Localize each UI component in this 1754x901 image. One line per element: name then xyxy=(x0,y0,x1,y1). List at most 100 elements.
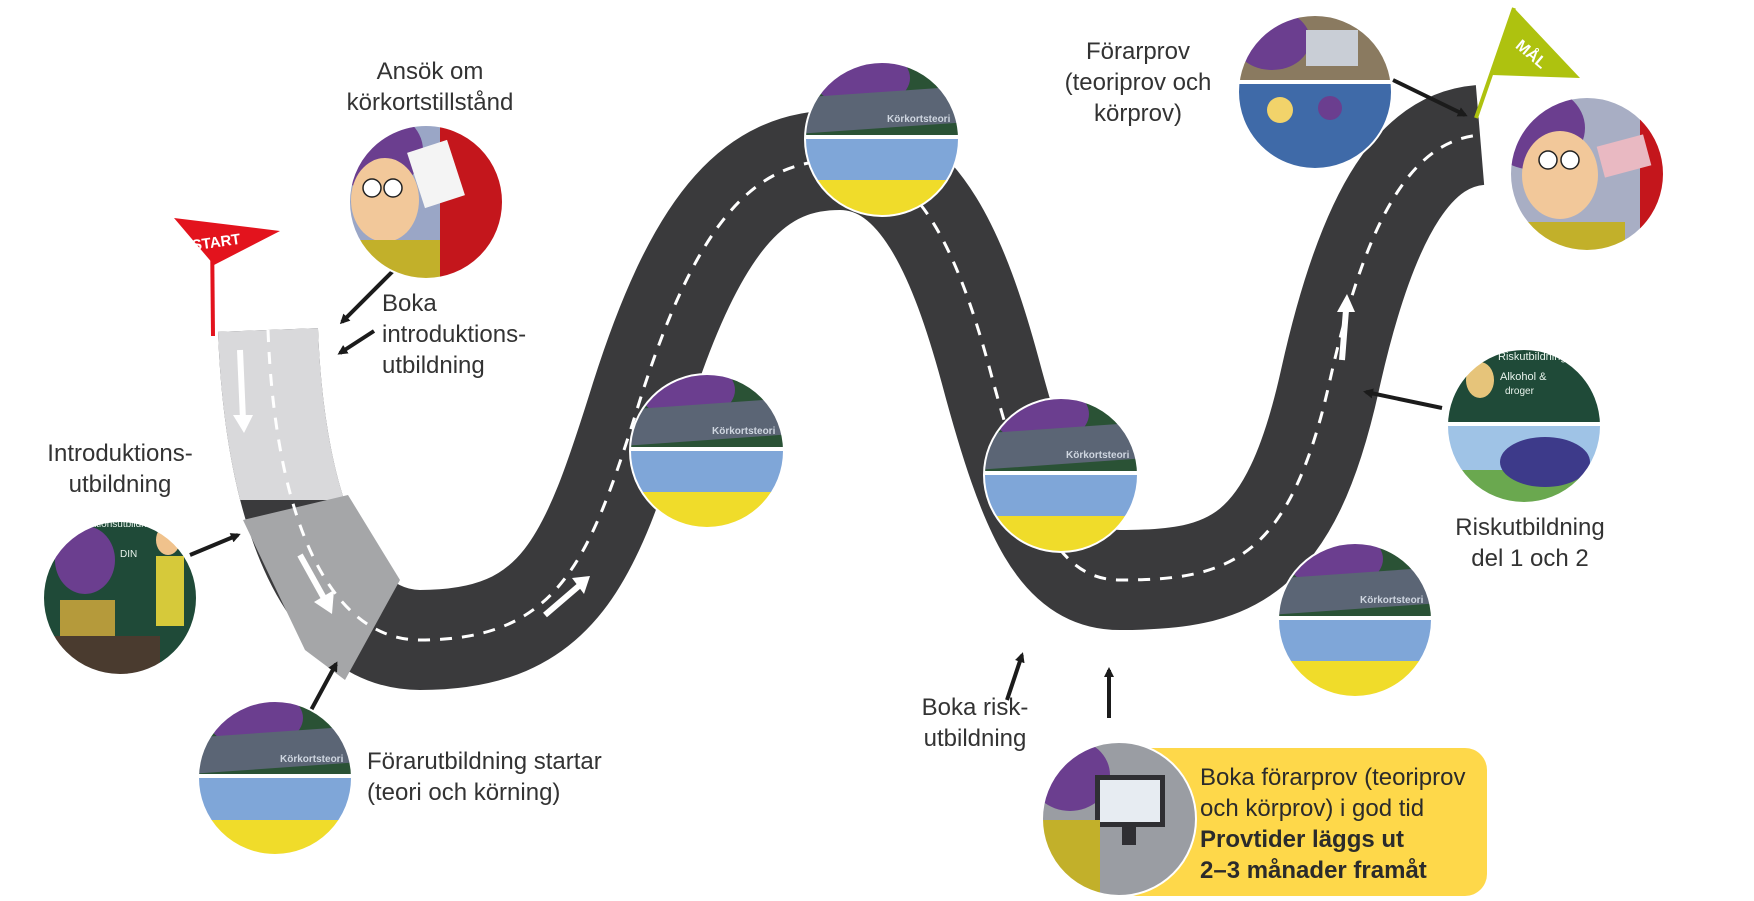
book-cover xyxy=(630,398,784,446)
callout-bold-line: 2–3 månader framåt xyxy=(1200,857,1427,884)
road-mid-section xyxy=(243,495,400,680)
risk-board-word: Alkohol & xyxy=(1500,371,1547,383)
label-line: körprov) xyxy=(1093,100,1183,127)
book-cover xyxy=(805,86,959,134)
label-line: introduktions- xyxy=(382,321,527,348)
divider xyxy=(630,447,784,451)
callout-line: och körprov) i god tid xyxy=(1200,795,1425,822)
risk-car xyxy=(1500,437,1590,487)
label-line: utbildning xyxy=(68,471,172,498)
label-line: Ansök om xyxy=(376,58,484,85)
goal-flag-cloth xyxy=(1492,8,1580,78)
divider xyxy=(1278,616,1432,620)
label-book-intro: Boka introduktions- utbildning xyxy=(382,288,572,381)
label-line: (teoriprov och xyxy=(1064,69,1212,96)
book-title: Körkortsteori xyxy=(887,114,951,125)
character-face xyxy=(351,158,419,242)
character-jacket xyxy=(360,240,440,279)
book-cover xyxy=(984,422,1138,470)
book-title: Körkortsteori xyxy=(1066,450,1130,461)
license-illustration xyxy=(1510,97,1664,251)
monitor-screen xyxy=(1100,780,1160,822)
chalkboard-word: DIN xyxy=(120,549,137,560)
driver-training-circle xyxy=(629,373,785,529)
character-eye xyxy=(1560,150,1580,170)
risk-board-word: droger xyxy=(1505,386,1535,397)
character-jacket xyxy=(1042,820,1100,896)
divider xyxy=(984,471,1138,475)
arrow-intro-to-road xyxy=(189,533,241,557)
arrow-driver-training-to-road xyxy=(308,661,338,713)
teacher-body xyxy=(156,556,184,626)
pointer-arrows xyxy=(189,78,1468,718)
risk-training-illustration: Riskutbildning Alkohol & droger xyxy=(1447,349,1601,503)
book-title: Körkortsteori xyxy=(712,426,776,437)
apply-permit-circle xyxy=(348,124,504,280)
label-book-risk: Boka risk- utbildning xyxy=(900,692,1050,754)
intro-training-illustration: Introduktionsutbildning DIN xyxy=(43,519,197,675)
monitor-stand xyxy=(1122,827,1136,845)
road-direction-arrow xyxy=(297,553,328,602)
label-intro-training: Introduktions- utbildning xyxy=(20,438,220,500)
book-test-circle xyxy=(1041,741,1197,897)
arrow-risk-to-road xyxy=(1363,388,1443,410)
student-hair xyxy=(55,526,115,594)
car-body xyxy=(1278,661,1432,697)
road-direction-arrowhead xyxy=(572,576,590,594)
instructor xyxy=(1466,362,1494,398)
character-eye xyxy=(1538,150,1558,170)
computer-screen xyxy=(1306,30,1358,66)
divider xyxy=(805,135,959,139)
arrow-book-risk-to-road xyxy=(1005,652,1025,701)
book-test-callout xyxy=(1115,748,1487,896)
driver-head xyxy=(1318,96,1342,120)
road-direction-arrow xyxy=(1339,309,1349,361)
label-line: Riskutbildning xyxy=(1455,514,1605,541)
goal-flag-pole xyxy=(1474,7,1516,119)
goal-flag: MÅL xyxy=(1474,7,1580,119)
arrow-apply-to-road xyxy=(339,264,400,325)
road-direction-arrowhead xyxy=(1148,636,1166,654)
teacher-head xyxy=(156,525,180,555)
character-face xyxy=(1522,131,1598,219)
road-direction-arrowhead xyxy=(233,415,253,433)
label-driver-training: Förarutbildning startar (teori och körni… xyxy=(367,746,667,808)
character-eye xyxy=(362,178,382,198)
label-line: Introduktions- xyxy=(47,440,193,467)
start-flag-text: START xyxy=(191,231,242,255)
label-risk-training: Riskutbildning del 1 och 2 xyxy=(1440,512,1620,574)
road-direction-arrowhead xyxy=(878,340,898,360)
callout-bold-line: Provtider läggs ut xyxy=(1200,826,1405,853)
label-line: Boka risk- xyxy=(921,694,1029,721)
divider xyxy=(198,774,352,778)
start-flag: START xyxy=(174,218,280,337)
chalkboard-heading: Introduktionsutbildning xyxy=(60,519,160,530)
label-line: körkortstillstånd xyxy=(346,89,514,116)
driver-training-illustration: Körkortsteori xyxy=(630,374,784,528)
risk-training-circle xyxy=(1446,348,1602,504)
goal-bg-red xyxy=(1640,97,1664,251)
intro-training-circle xyxy=(42,520,198,676)
driver-training-circle xyxy=(1277,542,1433,698)
callout-line: Boka förarprov (teoriprov xyxy=(1200,764,1466,791)
apply-permit-illustration xyxy=(349,125,503,279)
label-driving-test: Förarprov (teoriprov och körprov) xyxy=(1048,36,1228,129)
character-jacket xyxy=(1525,222,1625,251)
arrow-test-to-goal xyxy=(1392,78,1468,117)
divider xyxy=(1238,80,1392,84)
arrow-book-intro-to-road xyxy=(337,329,376,355)
driver-training-circle xyxy=(197,700,353,856)
label-line: Förarprov xyxy=(1085,38,1191,65)
license-circle xyxy=(1509,96,1665,252)
start-flag-cloth xyxy=(174,218,280,265)
label-line: del 1 och 2 xyxy=(1471,545,1589,572)
book-title: Körkortsteori xyxy=(280,754,344,765)
road-direction-arrow xyxy=(237,349,246,421)
driving-test-circle xyxy=(1237,14,1393,170)
driver-training-illustration: Körkortsteori xyxy=(198,701,352,855)
callout-text: Boka förarprov (teoriprov och körprov) i… xyxy=(1200,762,1465,886)
label-line: (teori och körning) xyxy=(367,779,561,806)
label-line: Boka xyxy=(382,290,437,317)
road-direction-arrow xyxy=(865,292,891,347)
label-line: utbildning xyxy=(923,725,1027,752)
